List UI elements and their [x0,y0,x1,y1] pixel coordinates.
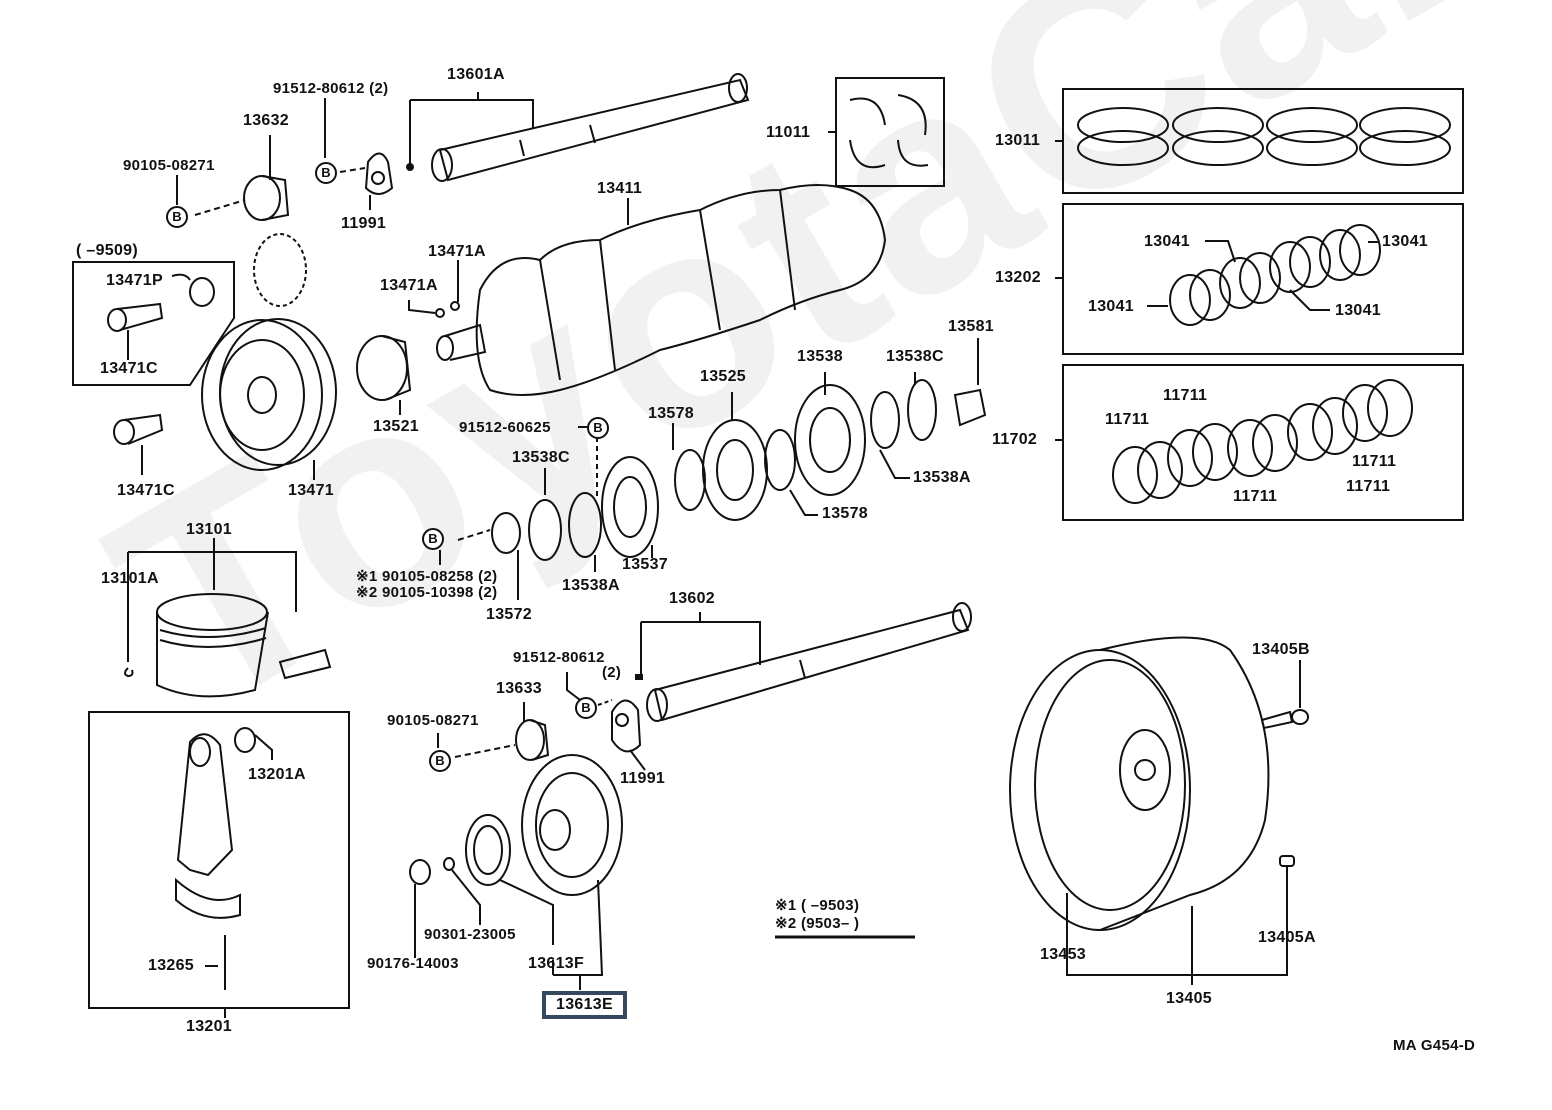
part-label-11702[interactable]: 11702 [992,431,1038,448]
part-label-11711[interactable]: 11711 [1233,488,1278,505]
part-label-13633[interactable]: 13633 [496,680,542,697]
thrust-washer-box [828,77,945,187]
part-label-13405[interactable]: 13405 [1166,990,1212,1007]
part-label-13101A[interactable]: 13101A [101,570,159,587]
part-label-13525[interactable]: 13525 [700,368,746,385]
part-label-90301-23005[interactable]: 90301-23005 [424,926,516,943]
part-label-13471C-box[interactable]: 13471C [100,360,158,377]
bolt-marker-b: B [429,750,451,772]
part-label-13578-upper[interactable]: 13578 [648,405,694,422]
part-label-13471A[interactable]: 13471A [380,277,438,294]
timing-gear-stack [439,338,987,600]
part-label-91512-60625[interactable]: 91512-60625 [459,419,551,436]
part-label-11011[interactable]: 11011 [766,124,811,141]
part-label-13538C-left[interactable]: 13538C [512,449,570,466]
part-label-13572[interactable]: 13572 [486,606,532,623]
part-label-11991-upper[interactable]: 11991 [341,215,387,232]
gear-13633 [437,702,550,761]
part-label-90105-10398[interactable]: ※2 90105-10398 (2) [356,584,498,601]
pulley-13471 [201,318,337,480]
pins-13471A [408,260,460,318]
part-label-13471P[interactable]: 13471P [106,272,163,289]
part-label-11991-lower[interactable]: 11991 [620,770,666,787]
gear-13632 [176,135,290,221]
part-label-13201A[interactable]: 13201A [248,766,306,783]
gear-13521 [356,335,412,415]
part-label-90105-08271-upper[interactable]: 90105-08271 [123,157,215,174]
part-label-13011[interactable]: 13011 [995,132,1041,149]
conrod-box [88,711,350,1018]
part-label-13632[interactable]: 13632 [243,112,289,129]
part-label-13538[interactable]: 13538 [797,348,843,365]
gear-dashed [253,233,307,307]
part-label-13201[interactable]: 13201 [186,1018,232,1035]
legend-note-1: ※1 ( –9503) [775,897,860,914]
part-label-13405A[interactable]: 13405A [1258,929,1316,946]
part-label-13101[interactable]: 13101 [186,521,232,538]
part-label-91512-80612-upper[interactable]: 91512-80612 (2) [273,80,389,97]
bolt-marker-b: B [422,528,444,550]
flywheel-13405 [1009,636,1309,985]
part-label-13578-right[interactable]: 13578 [822,505,868,522]
part-label-11711[interactable]: 11711 [1352,453,1397,470]
range-label-9509: ( –9509) [76,242,138,259]
part-label-13041[interactable]: 13041 [1144,233,1190,250]
part-label-13538A-right[interactable]: 13538A [913,469,971,486]
legend-note-2: ※2 (9503– ) [775,915,860,932]
plate-11991-lower [566,672,646,771]
part-label-13538C-upper[interactable]: 13538C [886,348,944,365]
part-label-13613F[interactable]: 13613F [528,955,585,972]
part-label-13265[interactable]: 13265 [148,957,194,974]
part-label-13613E-highlighted[interactable]: 13613E [542,991,627,1019]
part-label-13471A[interactable]: 13471A [428,243,486,260]
part-label-11711[interactable]: 11711 [1163,387,1208,404]
part-label-13041[interactable]: 13041 [1382,233,1428,250]
part-label-11711[interactable]: 11711 [1346,478,1391,495]
bolt-marker-b: B [315,162,337,184]
drawing-code: MA G454-D [1393,1037,1476,1054]
part-label-91512-80612-lower[interactable]: 91512-80612 [513,649,605,666]
part-label-13538A-left[interactable]: 13538A [562,577,620,594]
bolt-marker-b: B [575,697,597,719]
balance-shaft-lower [635,602,972,722]
main-bearing-box [1055,364,1464,521]
part-label-13537[interactable]: 13537 [622,556,668,573]
part-label-13411[interactable]: 13411 [597,180,643,197]
part-label-13041[interactable]: 13041 [1335,302,1381,319]
bolt-marker-b: B [166,206,188,228]
part-label-90105-08258[interactable]: ※1 90105-08258 (2) [356,568,498,585]
ring-set-box [1055,88,1464,194]
part-label-13471[interactable]: 13471 [288,482,334,499]
part-label-13405B[interactable]: 13405B [1252,641,1310,658]
conrod-bearing-box [1055,203,1464,355]
part-label-13521[interactable]: 13521 [373,418,419,435]
part-label-13202[interactable]: 13202 [995,269,1041,286]
part-label-90105-08271-lower[interactable]: 90105-08271 [387,712,479,729]
crankshaft-13411 [436,184,887,396]
plate-11991-upper [324,98,394,210]
part-label-90176-14003[interactable]: 90176-14003 [367,955,459,972]
piston-13101 [124,538,332,698]
part-label-11711[interactable]: 11711 [1105,411,1150,428]
bolt-marker-b: B [587,417,609,439]
part-label-13601A[interactable]: 13601A [447,66,505,83]
balance-shaft-upper [406,73,750,182]
part-label-13471C[interactable]: 13471C [117,482,175,499]
bolt-13471C [113,413,164,475]
part-label-13453[interactable]: 13453 [1040,946,1086,963]
part-label-qty-2: (2) [602,664,622,681]
part-label-13602[interactable]: 13602 [669,590,715,607]
part-label-13041[interactable]: 13041 [1088,298,1134,315]
part-label-13581[interactable]: 13581 [948,318,994,335]
crank-pulley-13613 [409,754,623,990]
